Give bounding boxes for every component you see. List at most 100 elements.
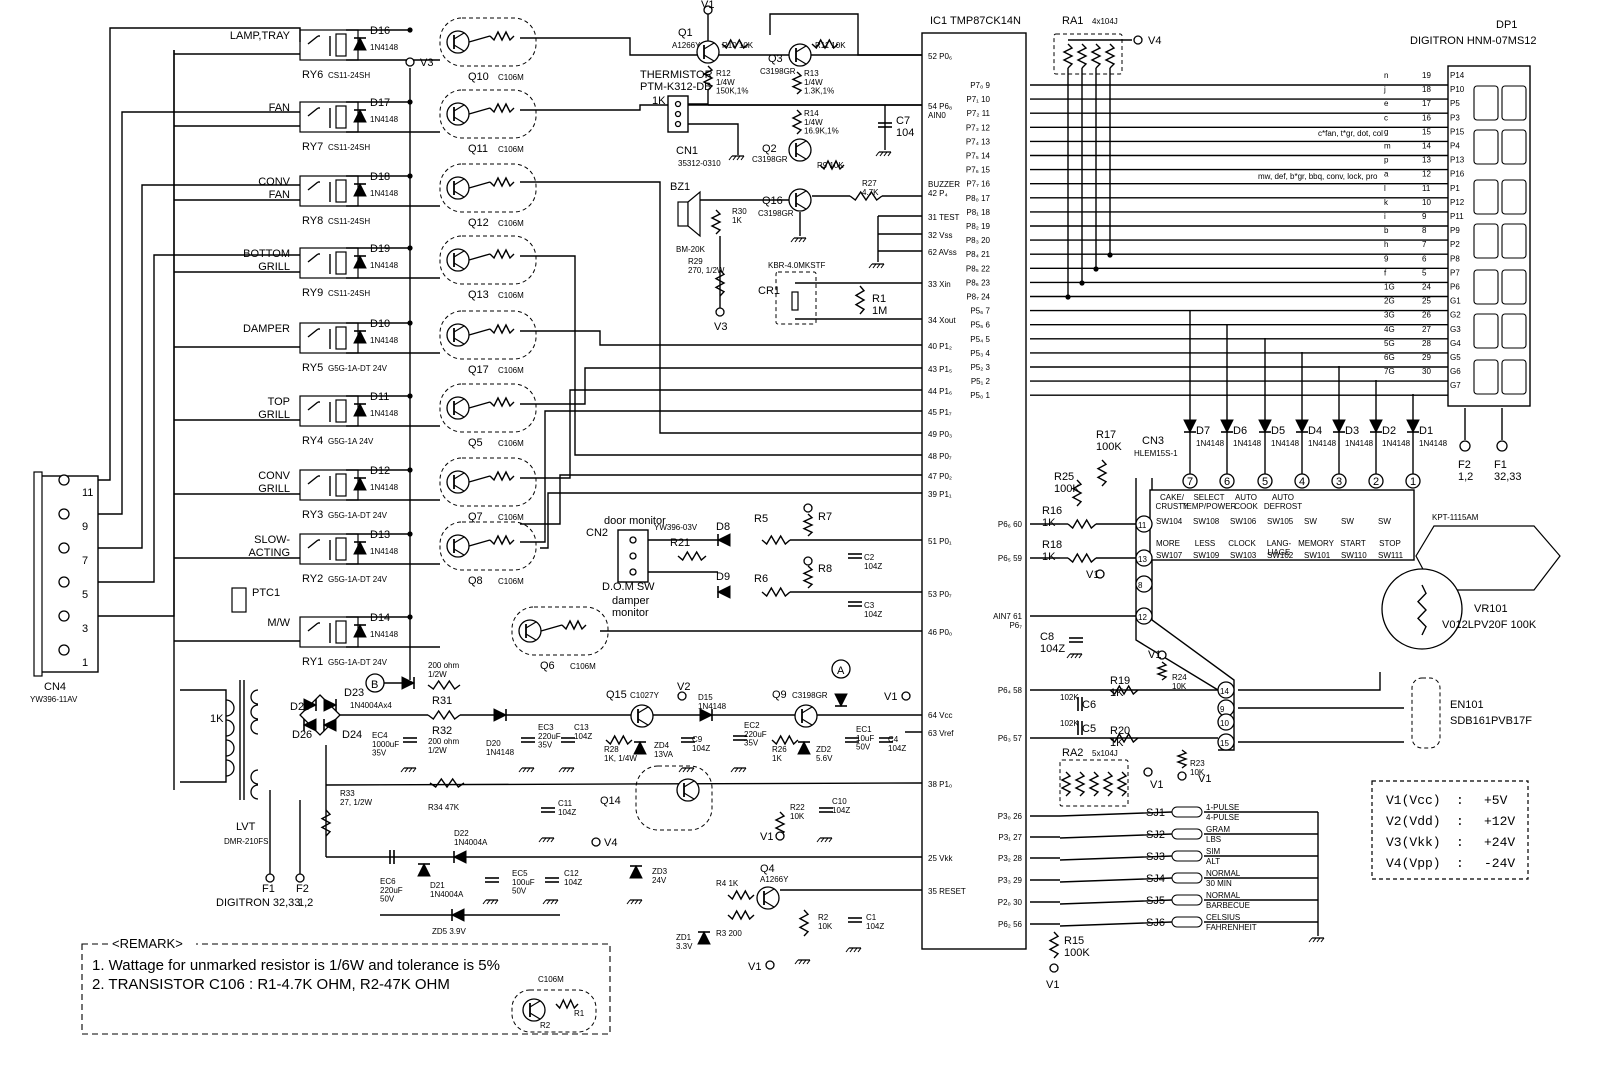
- q15-icon: [630, 704, 654, 728]
- r8-label: R8: [818, 563, 832, 575]
- label-line: D21: [430, 881, 445, 890]
- label-line: 16.9K,1%: [804, 127, 839, 136]
- diode-part: 1N4148: [370, 409, 399, 418]
- key-switch-id[interactable]: SW110: [1341, 551, 1367, 560]
- ground-icon: [794, 237, 799, 243]
- driver-transistor-icon: [453, 250, 465, 258]
- driver-transistor-icon: [453, 178, 465, 186]
- v1-terminal: [765, 960, 775, 970]
- v3-label-2: V3: [714, 321, 727, 333]
- key-switch-id[interactable]: SW103: [1230, 551, 1257, 560]
- ic1-title: IC1 TMP87CK14N: [930, 15, 1021, 27]
- ground-icon: [542, 899, 547, 905]
- solder-jumper-label: SJ6: [1146, 917, 1165, 929]
- label-line: 24V: [652, 876, 667, 885]
- remark-title: <REMARK>: [112, 936, 183, 951]
- ground-icon: [732, 155, 737, 161]
- dp1-pin: P1: [1450, 184, 1460, 193]
- ra2-part: 5x104J: [1092, 749, 1118, 758]
- transformer-coil: [250, 704, 259, 720]
- remark-transistor-icon: [529, 1000, 541, 1008]
- pin-label: BUZZER: [928, 180, 960, 189]
- key-switch-id[interactable]: SW: [1304, 517, 1317, 526]
- pin-label: AIN7 61: [993, 612, 1022, 621]
- ground-icon: [820, 837, 825, 843]
- voltage-value: +24V: [1484, 835, 1515, 850]
- wire: [307, 539, 319, 549]
- ra2-resistor: [1060, 771, 1072, 797]
- wire: [468, 401, 491, 409]
- voltage-value: -24V: [1484, 856, 1515, 871]
- wire: [307, 181, 319, 191]
- ground-icon: [798, 237, 803, 243]
- label-line: 27, 1/2W: [340, 798, 372, 807]
- wire: [520, 389, 922, 479]
- transistor-label: Q10: [468, 71, 489, 83]
- wire: [307, 475, 319, 485]
- key-switch-id[interactable]: SW107: [1156, 551, 1183, 560]
- key-switch-id[interactable]: SW102: [1267, 551, 1294, 560]
- relay-function-label: M/W: [267, 617, 290, 629]
- key-line-circle: [1219, 473, 1235, 489]
- buzzer-icon: [687, 190, 701, 238]
- flyback-diode: [353, 476, 367, 491]
- dashed-outline: [439, 457, 537, 507]
- transistor-label: Q5: [468, 437, 483, 449]
- pin-label: P3₃ 29: [998, 876, 1023, 885]
- pin-label: P6₄ 58: [998, 686, 1023, 695]
- label-line: 50V: [380, 895, 395, 904]
- wire: [520, 255, 922, 456]
- relay-icon: [299, 533, 359, 565]
- key-switch-id[interactable]: SW111: [1378, 551, 1404, 560]
- d25-label: D25: [290, 701, 310, 713]
- ra2-label: RA2: [1062, 747, 1083, 759]
- d21: [417, 862, 431, 877]
- dp1-seg-num: 12: [1422, 170, 1431, 179]
- pin-label: 40 P1₂: [928, 342, 952, 351]
- ic1-lower-pin: P6₅ 59: [998, 554, 1023, 563]
- key-switch-id[interactable]: SW106: [1230, 517, 1257, 526]
- jumper-icon: [1171, 850, 1203, 862]
- cn4-pin: [58, 474, 70, 486]
- ground-icon: [522, 767, 527, 773]
- wire: [307, 401, 319, 411]
- key-switch-id[interactable]: SW109: [1193, 551, 1220, 560]
- lvt-pin: 1K: [210, 713, 224, 725]
- wire: [769, 13, 922, 56]
- r5: [761, 534, 791, 546]
- key-switch-id[interactable]: SW104: [1156, 517, 1183, 526]
- q4-icon: [756, 886, 780, 910]
- wire: [1059, 855, 1173, 861]
- key-switch-id[interactable]: SW: [1341, 517, 1354, 526]
- ground-icon: [482, 899, 487, 905]
- key-diode-part: 1N4148: [1345, 439, 1374, 448]
- key-switch-id[interactable]: SW: [1378, 517, 1391, 526]
- transformer-coil: [225, 699, 235, 717]
- key-line-number: 3: [1336, 476, 1342, 488]
- cn2-pin: [629, 552, 637, 560]
- f2-terminal: [1459, 440, 1471, 452]
- wire: [1059, 899, 1173, 905]
- dashed-outline: [1411, 677, 1441, 749]
- label-line: damper: [612, 595, 650, 607]
- driver-transistor-icon: [453, 325, 465, 333]
- r18: [1067, 552, 1097, 564]
- label-line: LAMP,TRAY: [230, 30, 291, 42]
- relay-ref: RY9: [302, 287, 323, 299]
- label-line: R23: [1190, 759, 1205, 768]
- label-line: C8: [1040, 631, 1054, 643]
- ground-icon: [546, 899, 551, 905]
- q15-label: Q15: [606, 689, 627, 701]
- key-diode: [1220, 419, 1234, 434]
- ic1-left-pin: P5₃ 4: [970, 349, 990, 358]
- key-switch-id[interactable]: SW101: [1304, 551, 1331, 560]
- transformer-coil: [225, 719, 235, 737]
- dom-sw-label: D.O.M SW: [602, 581, 655, 593]
- key-switch-id[interactable]: SW105: [1267, 517, 1294, 526]
- r29: [714, 269, 726, 297]
- key-switch-id[interactable]: SW108: [1193, 517, 1220, 526]
- r16: [1067, 518, 1097, 530]
